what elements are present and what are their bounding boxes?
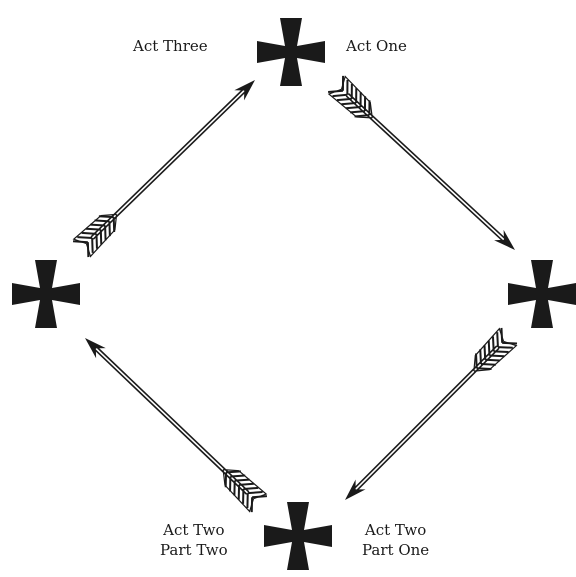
label-act-one: Act One xyxy=(346,36,407,56)
label-act-two-part-one: Act Two Part One xyxy=(362,520,429,560)
label-act-two-part-two: Act Two Part Two xyxy=(160,520,228,560)
cross-left-icon xyxy=(12,260,80,328)
arrow-act-three-icon xyxy=(73,80,255,257)
arrow-act-two-part-two-icon xyxy=(85,338,267,512)
arrow-act-two-part-one-icon xyxy=(345,328,517,500)
cross-bottom-icon xyxy=(264,502,332,570)
cross-right-icon xyxy=(508,260,576,328)
arrow-act-one-icon xyxy=(328,76,515,250)
label-act-three: Act Three xyxy=(133,36,208,56)
cross-top-icon xyxy=(257,18,325,86)
